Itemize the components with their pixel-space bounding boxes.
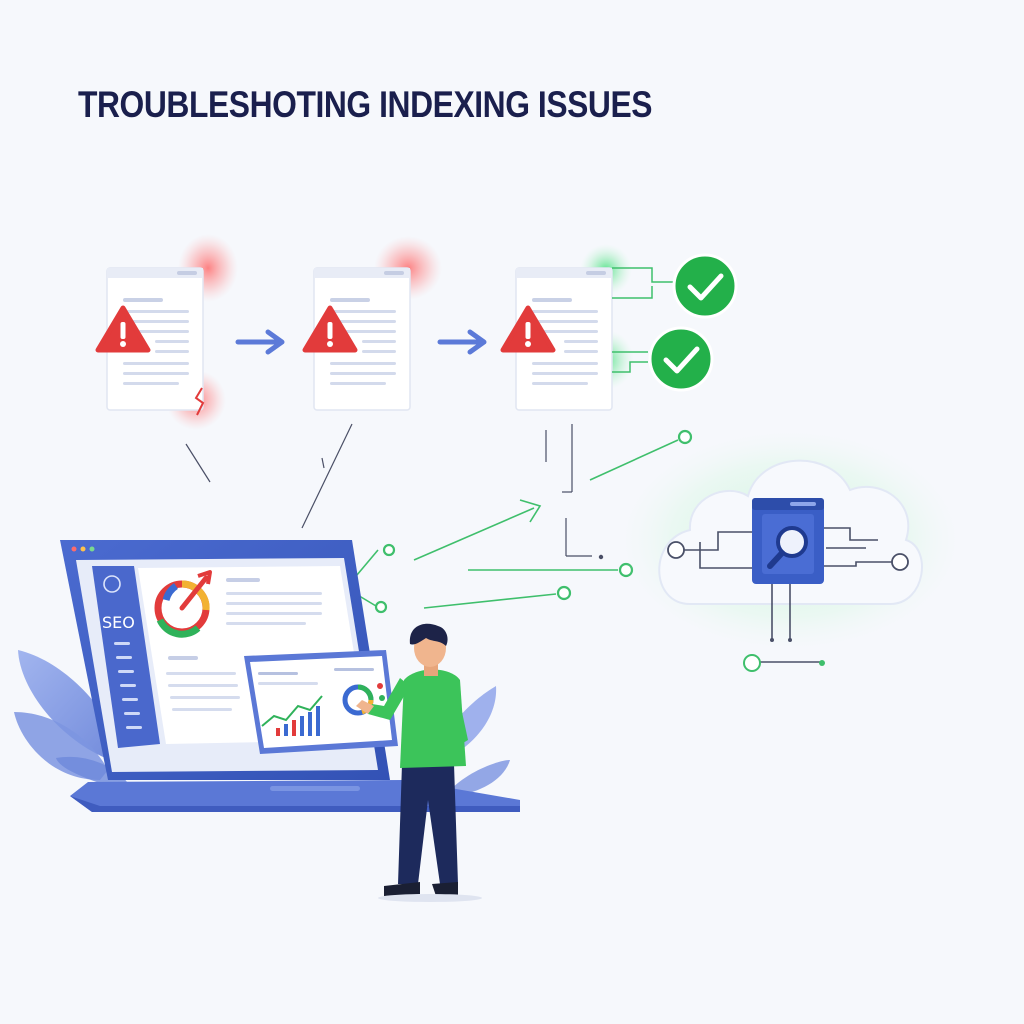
arrow-right-icon [437,329,487,355]
magnifier-icon [767,526,808,569]
document-error-1 [98,234,238,430]
analytics-card [244,650,398,754]
check-circle-icon [648,326,714,392]
seo-label: SEO [102,613,135,632]
person [356,623,482,902]
document-error-2 [305,236,442,411]
check-connectors [612,267,676,373]
connector-lines [185,423,604,560]
check-circle-icon [672,253,738,319]
target-chart-icon [154,570,212,638]
cloud-search [620,430,960,672]
arrow-right-icon [235,329,285,355]
document-error-3 [503,244,634,411]
page-title: TROUBLESHOTING INDEXING ISSUES [78,84,653,125]
bar-chart-icon [261,695,323,736]
